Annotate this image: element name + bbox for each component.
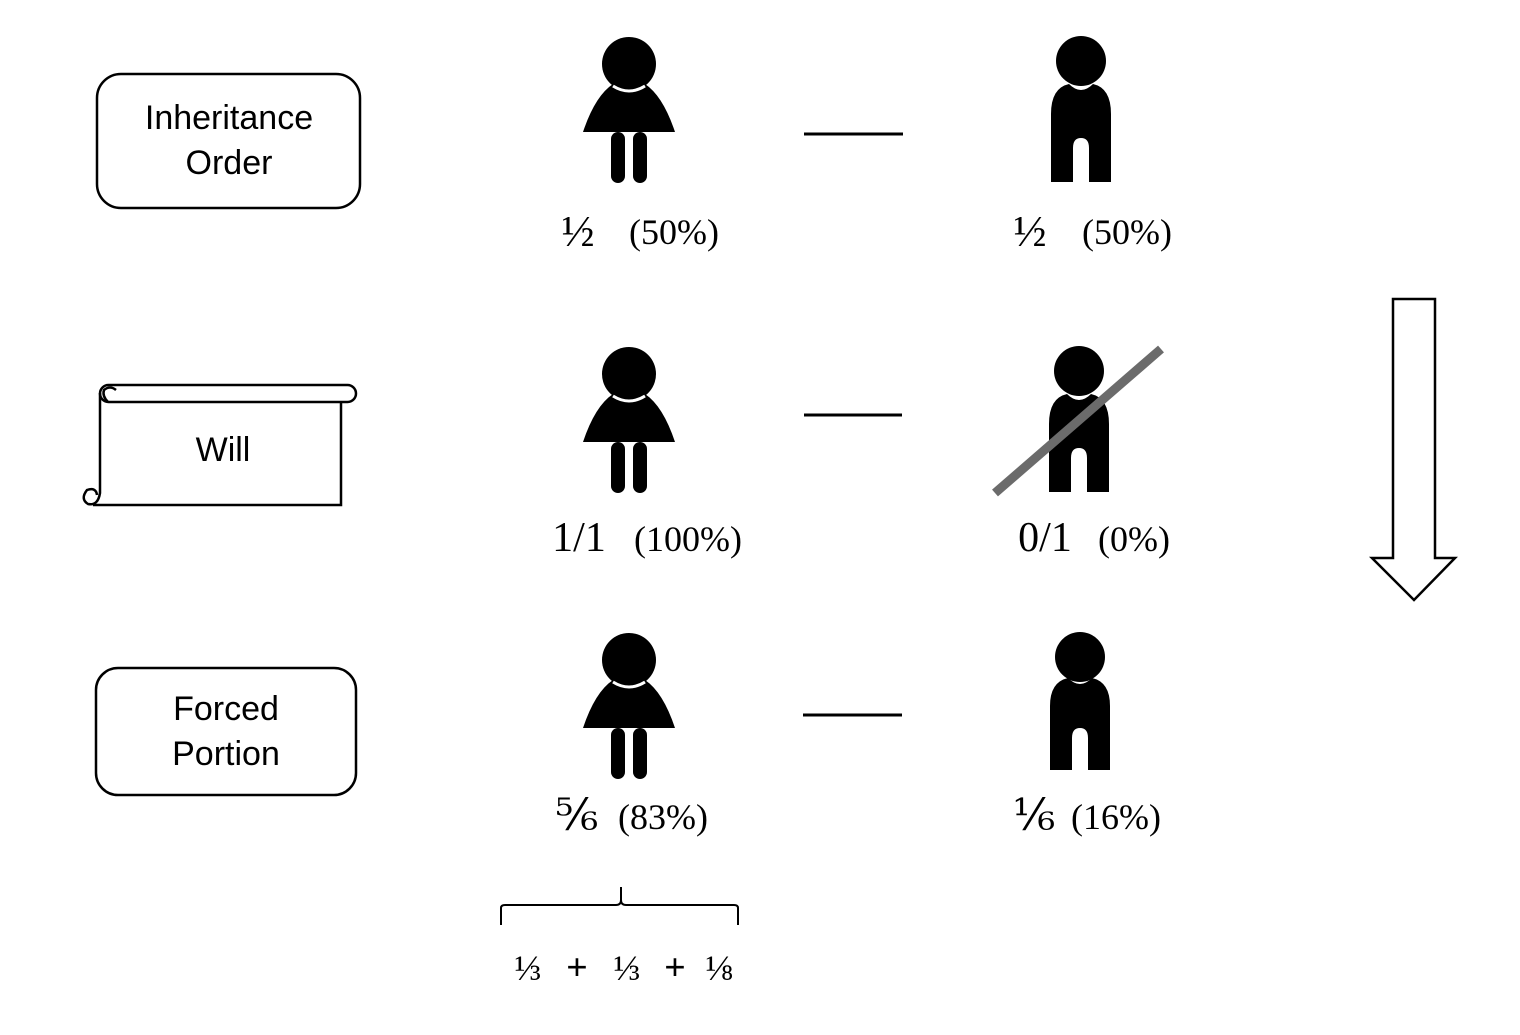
forced-portion-breakdown: ⅓ + ⅓ + ⅛ xyxy=(515,947,733,989)
female-person-icon xyxy=(583,37,675,183)
share-fraction: ½ xyxy=(562,207,595,256)
label-line: Will xyxy=(196,431,251,469)
share-male-row2: 0/1 (0%) xyxy=(1018,515,1170,561)
label-forced-portion: Forced Portion xyxy=(94,666,358,797)
breakdown-term: ⅛ xyxy=(706,948,733,988)
label-will: Will xyxy=(82,383,358,507)
female-person-icon xyxy=(583,633,675,779)
share-percent: (0%) xyxy=(1098,519,1170,559)
brace xyxy=(500,887,739,925)
scroll-icon xyxy=(82,383,358,507)
label-line: Forced xyxy=(173,690,279,728)
share-female-row2: 1/1 (100%) xyxy=(552,515,742,561)
share-fraction: 1/1 xyxy=(552,515,606,561)
label-line: Portion xyxy=(172,735,280,773)
share-female-row3: ⅚ (83%) xyxy=(556,791,708,840)
male-person-icon xyxy=(1049,346,1109,492)
share-percent: (50%) xyxy=(629,212,719,252)
down-arrow-icon xyxy=(1368,297,1458,602)
share-fraction: ⅙ xyxy=(1013,791,1056,840)
breakdown-term: ⅓ xyxy=(614,948,641,988)
breakdown-term: ⅓ xyxy=(515,948,542,988)
breakdown-operator: + xyxy=(664,947,686,989)
share-fraction: 0/1 xyxy=(1018,515,1072,561)
share-percent: (50%) xyxy=(1082,212,1172,252)
label-line: Inheritance xyxy=(145,99,313,137)
label-line: Order xyxy=(186,144,273,182)
share-female-row1: ½ (50%) xyxy=(562,207,719,256)
share-fraction: ⅚ xyxy=(556,791,599,840)
female-person-icon xyxy=(583,347,675,493)
share-male-row1: ½ (50%) xyxy=(1014,207,1172,256)
strike-through-line xyxy=(992,345,1164,497)
share-percent: (83%) xyxy=(618,797,708,837)
share-male-row3: ⅙ (16%) xyxy=(1013,791,1161,840)
male-person-icon xyxy=(1051,36,1111,182)
label-inheritance-order: Inheritance Order xyxy=(95,72,362,210)
male-person-icon xyxy=(1050,632,1110,770)
share-fraction: ½ xyxy=(1014,207,1047,256)
share-percent: (16%) xyxy=(1071,797,1161,837)
breakdown-operator: + xyxy=(566,947,588,989)
share-percent: (100%) xyxy=(634,519,742,559)
